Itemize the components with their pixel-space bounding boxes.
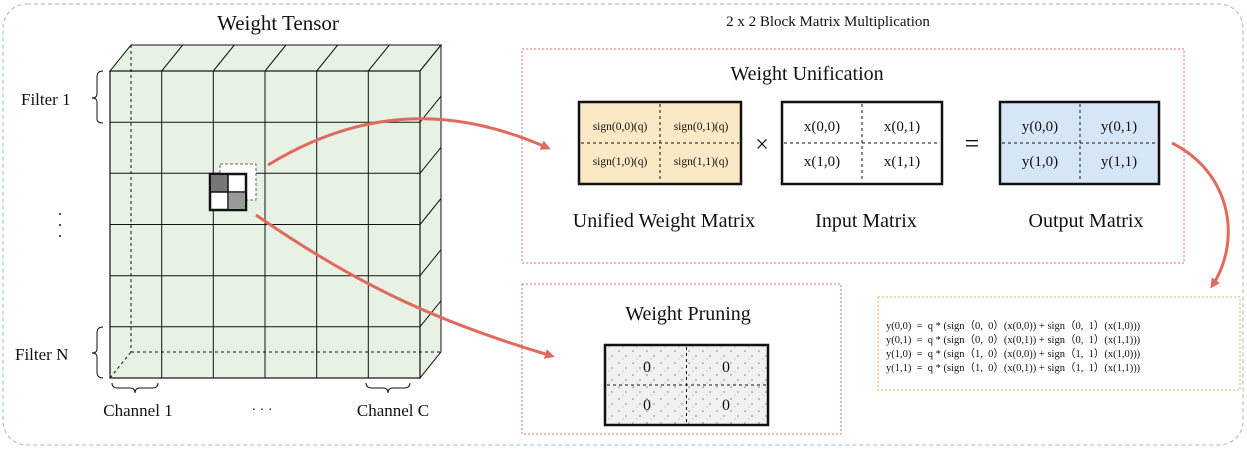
equation-line: y(0,0) = q * (sign（0, 0）(x(0,0)) + sign（… (886, 320, 1141, 332)
highlighted-block (208, 163, 257, 212)
pruning-panel: Weight Pruning 0 0 0 0 (521, 283, 842, 435)
tensor-title: Weight Tensor (217, 11, 339, 35)
equals-symbol: = (965, 129, 980, 158)
filter-1-brace (91, 70, 104, 124)
input-cell: x(1,1) (884, 154, 920, 170)
output-matrix-caption: Output Matrix (1029, 210, 1144, 232)
channel-1-label: Channel 1 (103, 401, 172, 420)
unified-cell: sign(1,0)(q) (593, 156, 648, 168)
times-symbol: × (755, 132, 769, 158)
output-cell: y(0,1) (1101, 119, 1137, 135)
input-matrix-caption: Input Matrix (815, 210, 917, 232)
equations-panel: y(0,0) = q * (sign（0, 0）(x(0,0)) + sign（… (877, 296, 1241, 391)
pruning-title: Weight Pruning (625, 303, 751, 325)
vertical-ellipsis (59, 213, 61, 237)
unified-cell: sign(0,0)(q) (593, 121, 648, 133)
pruned-cell: 0 (643, 359, 651, 376)
filter-n-brace (91, 326, 104, 379)
pruned-cell: 0 (643, 397, 651, 414)
arrow-to-pruning (255, 213, 555, 359)
input-cell: x(1,0) (804, 154, 840, 170)
unification-title: Weight Unification (730, 63, 883, 85)
pruned-cell: 0 (722, 397, 730, 414)
input-cell: x(0,0) (804, 119, 840, 135)
arrow-to-unification (267, 117, 551, 167)
equation-line: y(0,1) = q * (sign（0, 0）(x(0,1)) + sign（… (886, 334, 1141, 346)
channel-1-brace (111, 382, 159, 394)
outer-frame (2, 3, 1244, 446)
channel-c-brace (365, 382, 411, 394)
output-cell: y(1,0) (1022, 154, 1058, 170)
pruned-cell: 0 (722, 359, 730, 376)
channel-c-label: Channel C (357, 401, 429, 420)
equation-line: y(1,0) = q * (sign（1, 0）(x(0,0)) + sign（… (886, 348, 1141, 360)
unified-cell: sign(1,1)(q) (674, 156, 729, 168)
unified-weight-matrix: sign(0,0)(q) sign(0,1)(q) sign(1,0)(q) s… (577, 100, 743, 186)
unified-matrix-caption: Unified Weight Matrix (573, 210, 755, 232)
channel-ellipsis: · · · (252, 403, 273, 418)
output-cell: y(0,0) (1022, 119, 1058, 135)
filter-n-label: Filter N (15, 345, 68, 364)
weight-tensor: Weight Tensor Filter 1 Filter N Channel … (15, 11, 443, 420)
block-mult-title: 2 x 2 Block Matrix Multiplication (726, 14, 930, 30)
pruned-matrix: 0 0 0 0 (603, 343, 770, 427)
output-cell: y(1,1) (1101, 154, 1137, 170)
filter-1-label: Filter 1 (21, 90, 71, 109)
output-matrix: y(0,0) y(0,1) y(1,0) y(1,1) (998, 100, 1161, 186)
arrows (255, 117, 1230, 359)
input-matrix: x(0,0) x(0,1) x(1,0) x(1,1) (780, 100, 944, 186)
unification-panel: Weight Unification sign(0,0)(q) sign(0,1… (521, 48, 1185, 264)
unified-cell: sign(0,1)(q) (674, 121, 729, 133)
equation-line: y(1,1) = q * (sign（1, 0）(x(0,1)) + sign（… (886, 362, 1141, 374)
input-cell: x(0,1) (884, 119, 920, 135)
arrow-to-equations (1171, 141, 1230, 289)
